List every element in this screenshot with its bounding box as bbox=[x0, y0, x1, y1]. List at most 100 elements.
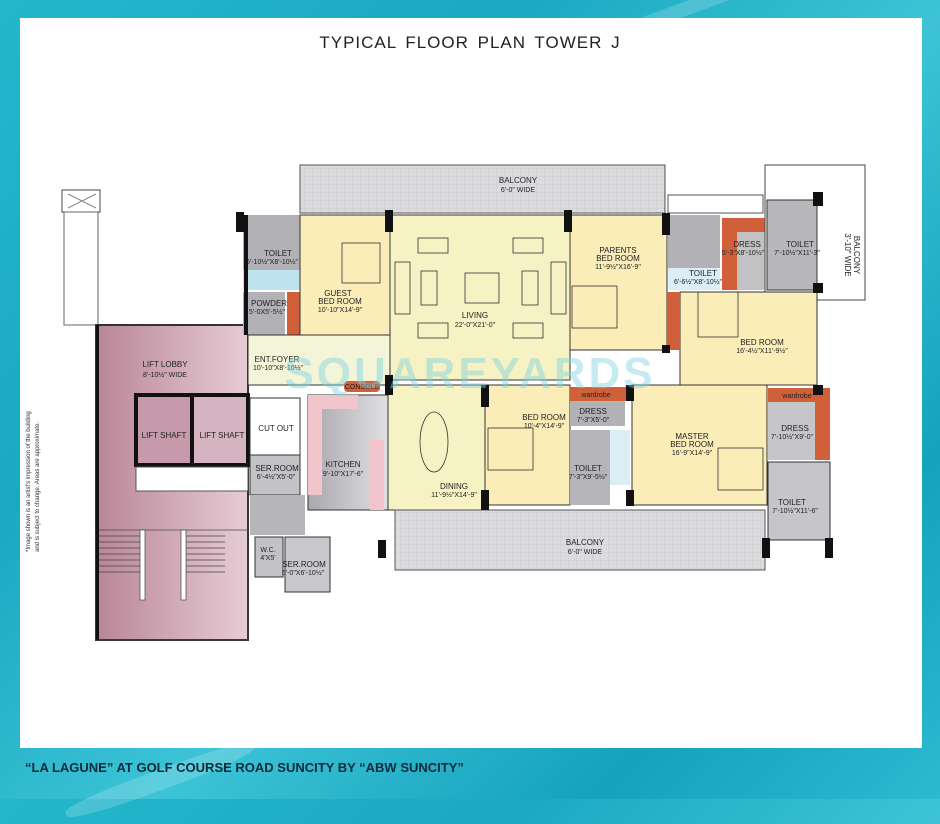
dress-mid bbox=[570, 401, 625, 426]
kitchen-counter bbox=[308, 395, 322, 495]
balcony-top bbox=[299, 164, 666, 214]
room-dims: 4'X5' bbox=[260, 555, 275, 562]
dress-master bbox=[768, 402, 815, 460]
disclaimer-line-1: *Image shown is an artist's impression o… bbox=[26, 411, 32, 552]
balcony-bottom bbox=[394, 509, 766, 571]
room-dims: 6'-0" WIDE bbox=[568, 549, 602, 556]
room-dims: 10'-4"X14'-9" bbox=[524, 423, 565, 430]
room-label: BALCONY bbox=[499, 176, 538, 185]
room-label: TOILET bbox=[689, 269, 717, 278]
room-label: BED ROOM bbox=[522, 413, 566, 422]
bed bbox=[697, 291, 739, 338]
bed bbox=[571, 285, 618, 329]
lift-shaft-1 bbox=[134, 393, 194, 467]
dining-table bbox=[419, 411, 449, 473]
room-label: TOILET bbox=[778, 498, 806, 507]
bedroom-mid bbox=[484, 384, 571, 506]
shaft-outline bbox=[63, 211, 99, 326]
servant-room-1 bbox=[249, 454, 301, 496]
toilet-top-right bbox=[766, 199, 818, 291]
room-label: BED ROOM bbox=[740, 338, 784, 347]
page-title: TYPICAL FLOOR PLAN TOWER J bbox=[319, 33, 621, 52]
kitchen-counter bbox=[370, 440, 384, 510]
room-dims: 6'-0" WIDE bbox=[501, 187, 535, 194]
lift-doors bbox=[135, 466, 249, 492]
service-passage bbox=[250, 495, 305, 535]
console bbox=[344, 381, 380, 392]
disclaimer-line-2: and is subject to change. Areas are appr… bbox=[35, 422, 41, 552]
room-label: TOILET bbox=[264, 249, 292, 258]
room-label: SER.ROOM bbox=[255, 464, 299, 473]
parents-bedroom bbox=[569, 214, 668, 351]
room-label: LIFT LOBBY bbox=[142, 360, 188, 369]
room-label: DINING bbox=[440, 482, 468, 491]
room-label: PARENTS bbox=[599, 246, 636, 255]
wardrobe bbox=[287, 292, 301, 335]
servant-room-2 bbox=[284, 536, 331, 593]
bed bbox=[717, 447, 764, 491]
room-dims: 5'-0"X6'-10½" bbox=[282, 569, 325, 577]
room-dims: 7'-3"X5'-0" bbox=[577, 417, 610, 424]
room-label: W.C. bbox=[260, 547, 275, 554]
room-label: SER.ROOM bbox=[282, 560, 326, 569]
room-label: GUEST bbox=[324, 289, 352, 298]
room-dims: 10'-10"X8'-10½" bbox=[253, 364, 304, 372]
toilet-mid bbox=[570, 430, 610, 505]
structural-columns bbox=[96, 192, 833, 640]
wc bbox=[254, 536, 284, 578]
room-dims: 10'-10"X14'-9" bbox=[318, 307, 363, 314]
room-label: CONSOLE bbox=[345, 384, 380, 391]
room-dims: 5'-3"X8'-10½" bbox=[722, 249, 765, 257]
entrance-foyer bbox=[247, 334, 391, 386]
room-label: TOILET bbox=[786, 240, 814, 249]
room-label: CUT OUT bbox=[258, 424, 294, 433]
room-dims: 7'-10½"X11'-6" bbox=[772, 507, 818, 515]
project-caption: “LA LAGUNE” AT GOLF COURSE ROAD SUNCITY … bbox=[25, 760, 464, 775]
duct bbox=[667, 194, 764, 214]
room-label: 3'-10" WIDE bbox=[843, 233, 852, 277]
shower-area bbox=[610, 430, 630, 485]
room-label: KITCHEN bbox=[325, 460, 360, 469]
toilet-master bbox=[767, 461, 831, 541]
dining-room bbox=[387, 384, 486, 511]
shower-area bbox=[668, 268, 720, 290]
floor-plan: *Image shown is an artist's impression o… bbox=[26, 164, 866, 641]
duct-cross bbox=[67, 193, 97, 209]
room-dims: 16'-9"X14'-9" bbox=[672, 450, 713, 457]
bed bbox=[487, 427, 534, 471]
wardrobe bbox=[570, 387, 630, 401]
room-label: LIVING bbox=[462, 311, 488, 320]
room-label: DRESS bbox=[733, 240, 761, 249]
room-dims: 9'-10"X17'-6" bbox=[323, 471, 364, 478]
room-label: TOILET bbox=[574, 464, 602, 473]
bed bbox=[341, 242, 381, 284]
room-dims: 7'-3"X9'-5½" bbox=[569, 473, 608, 481]
room-dims: 6'-4½"X5'-0" bbox=[257, 473, 296, 481]
wardrobe bbox=[815, 402, 830, 460]
room-label: BED ROOM bbox=[670, 440, 714, 449]
room-label: LIFT SHAFT bbox=[142, 431, 187, 440]
room-dims: 22'-0"X21'-0" bbox=[455, 322, 496, 329]
room-dims: 6'-10½"X8'-10½" bbox=[246, 258, 299, 266]
bedroom-right bbox=[679, 291, 818, 386]
room-dims: 8'-10½" WIDE bbox=[143, 371, 187, 379]
room-dims: 7'-10½"X11'-3" bbox=[774, 249, 820, 257]
master-bedroom bbox=[631, 384, 768, 506]
room-dims: 16'-4½"X11'-9½" bbox=[736, 347, 788, 355]
room-dims: 11'-9½"X16'-9" bbox=[595, 263, 641, 271]
watermark: SQUAREYARDS bbox=[284, 349, 655, 398]
room-label: BED ROOM bbox=[596, 254, 640, 263]
room-label: ENT.FOYER bbox=[255, 355, 300, 364]
room-label: POWDER bbox=[251, 299, 287, 308]
room-label: LIFT SHAFT bbox=[200, 431, 245, 440]
living-room bbox=[389, 214, 571, 381]
dress-floor bbox=[737, 232, 765, 290]
room-label: DRESS bbox=[781, 424, 809, 433]
wardrobe bbox=[667, 292, 680, 350]
guest-bedroom bbox=[299, 214, 391, 336]
powder-room bbox=[243, 292, 285, 335]
sofa-set bbox=[394, 237, 567, 339]
bath-tub bbox=[243, 270, 300, 290]
wardrobe-label: wardrobe bbox=[580, 392, 610, 399]
staircase bbox=[95, 529, 249, 641]
